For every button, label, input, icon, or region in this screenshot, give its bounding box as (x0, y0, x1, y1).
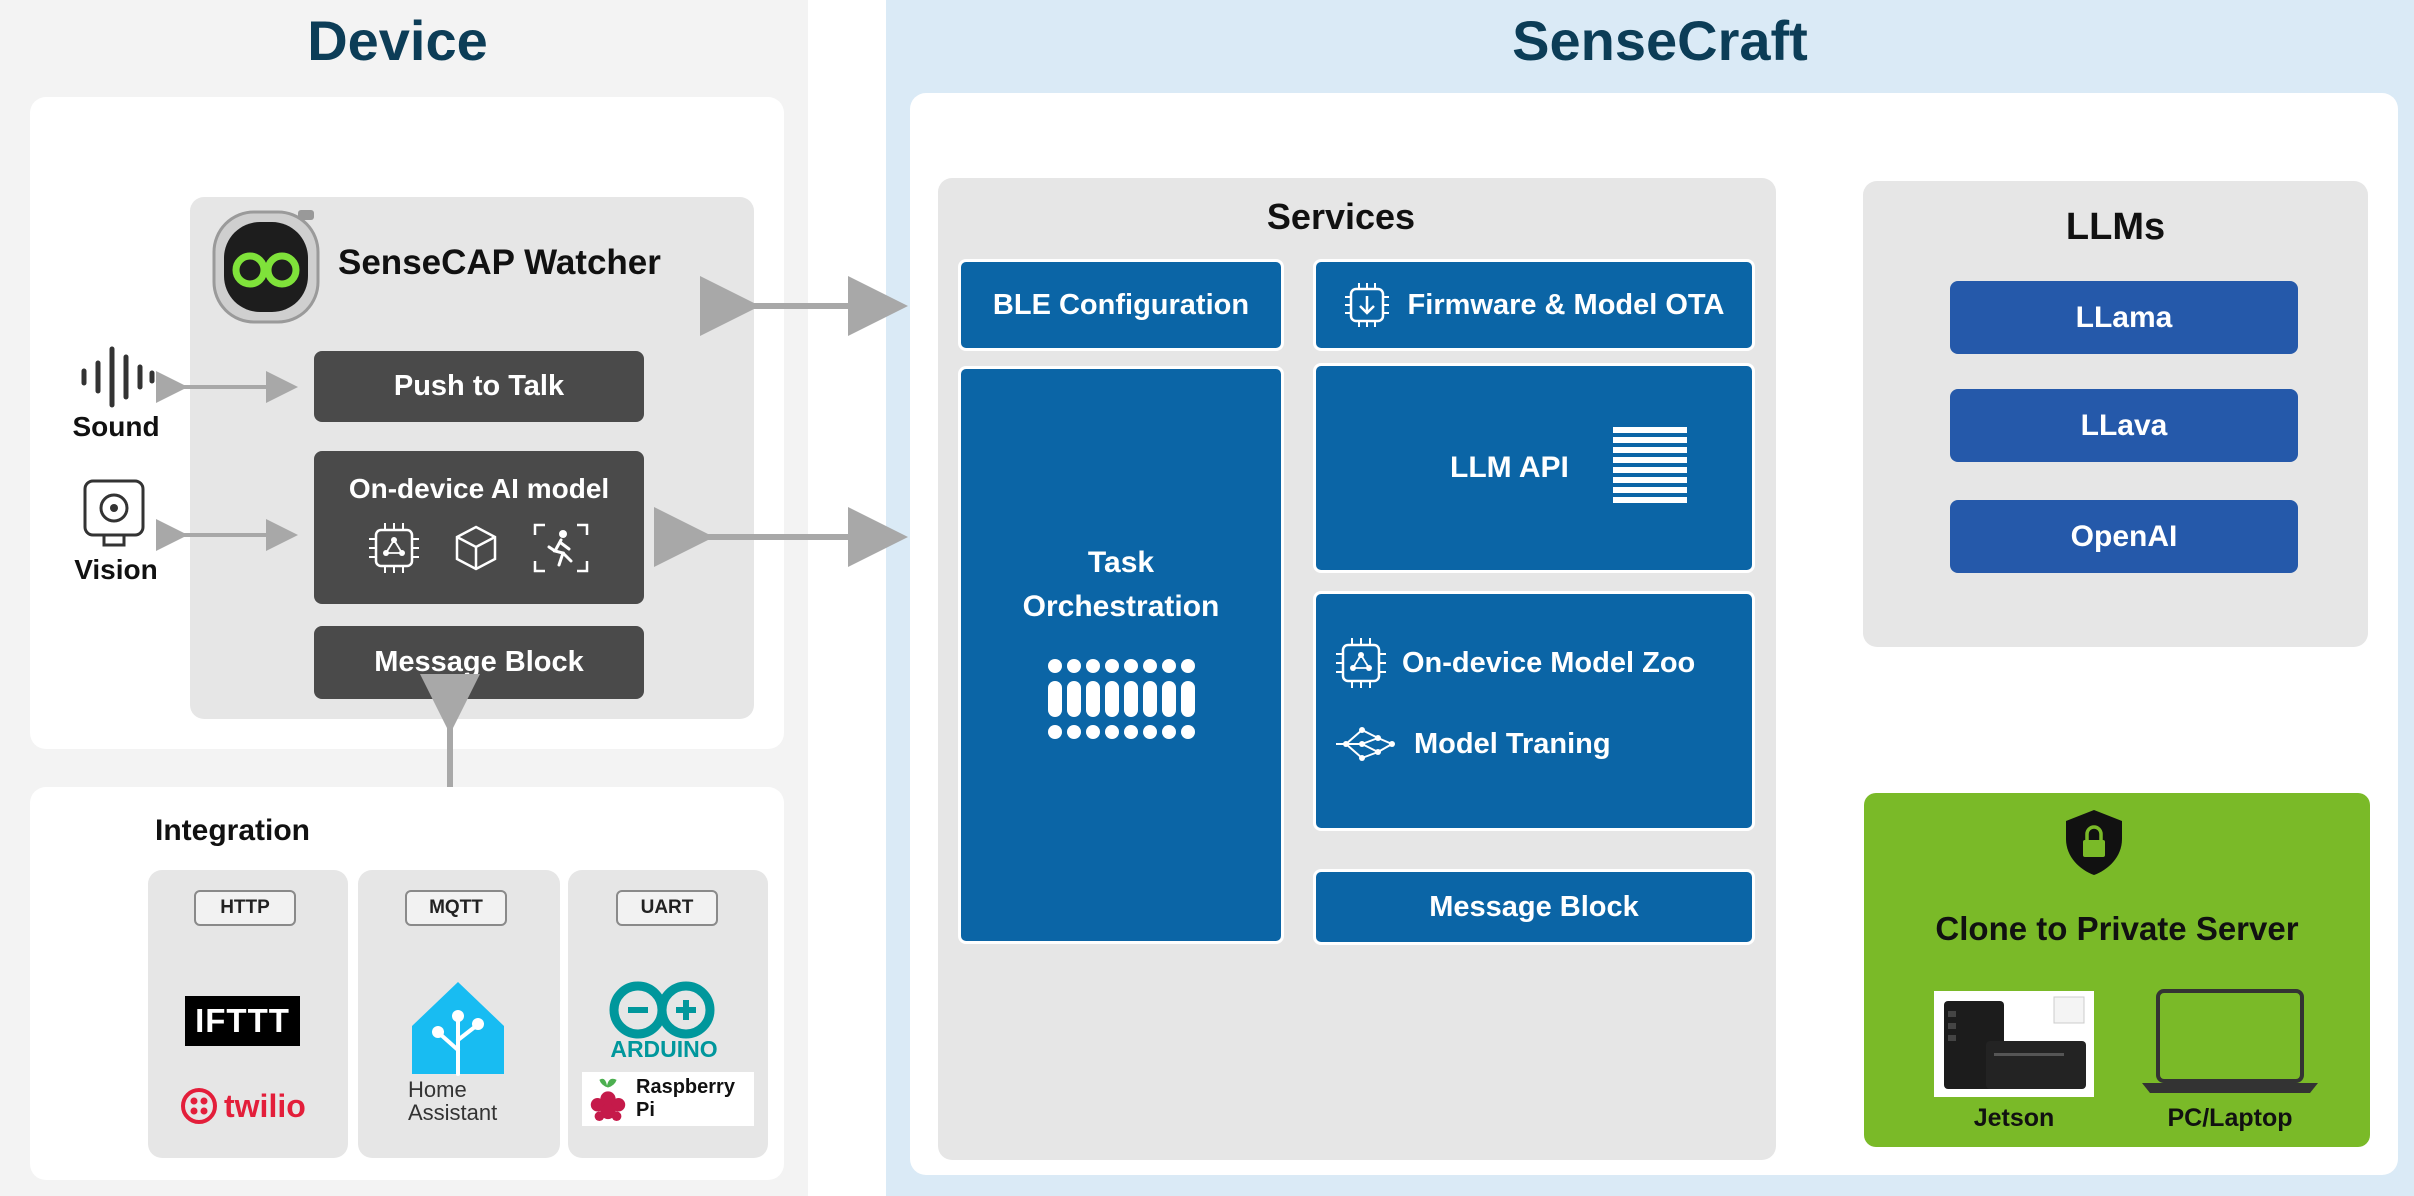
model-zoo-block: On-device Model Zoo Model Traning (1313, 591, 1755, 831)
home-assistant-text: Home Assistant (408, 1078, 528, 1130)
integration-title: Integration (155, 814, 310, 847)
sensecraft-message-block: Message Block (1313, 869, 1755, 945)
llm-llama: LLama (1950, 281, 2298, 354)
llm-openai: OpenAI (1950, 500, 2298, 573)
on-device-ai-model-block: On-device AI model (314, 451, 644, 604)
neural-network-icon (1336, 727, 1395, 761)
home-assistant-line1: Home (408, 1077, 467, 1102)
person-running-icon (531, 521, 591, 575)
watcher-title: SenseCAP Watcher (338, 243, 661, 282)
watcher-device-icon (210, 208, 322, 326)
stack-lines-icon (1612, 427, 1687, 503)
twilio-text: twilio (224, 1087, 306, 1124)
device-title: Device (307, 9, 488, 72)
camera-icon (80, 478, 148, 548)
mqtt-tag: MQTT (405, 890, 507, 926)
llms-title: LLMs (2065, 206, 2166, 248)
raspberry-icon (590, 1078, 626, 1121)
push-to-talk-block: Push to Talk (314, 351, 644, 422)
laptop-icon (2138, 987, 2322, 1097)
llm-api-block: LLM API (1313, 363, 1755, 573)
jetson-device-image (1934, 991, 2094, 1097)
private-server-title: Clone to Private Server (1935, 910, 2299, 947)
twilio-icon (181, 1088, 217, 1124)
services-title: Services (1266, 196, 1416, 237)
sound-wave-icon (76, 343, 156, 411)
arduino-text: ARDUINO (610, 1036, 718, 1062)
neural-chip-icon (367, 521, 421, 575)
http-tag: HTTP (194, 890, 296, 926)
model-training-label: Model Traning (1414, 727, 1611, 760)
raspberry-text: Raspberry Pi (636, 1076, 735, 1121)
3d-cube-icon (449, 521, 503, 575)
model-zoo-label: On-device Model Zoo (1402, 646, 1696, 679)
model-zoo-chip-icon (1336, 638, 1386, 688)
task-orchestration-line1: Task (1087, 546, 1155, 579)
ifttt-logo: IFTTT (185, 996, 300, 1046)
uart-tag: UART (616, 890, 718, 926)
home-assistant-line2: Assistant (408, 1100, 498, 1125)
pc-laptop-label: PC/Laptop (2167, 1104, 2293, 1132)
sensecraft-title: SenseCraft (1512, 9, 1808, 72)
task-orchestration-block: Task Orchestration (958, 366, 1284, 944)
home-assistant-icon (408, 980, 508, 1076)
vision-label: Vision (74, 554, 158, 585)
task-orchestration-line2: Orchestration (1022, 590, 1220, 623)
raspberry-pi-logo: Raspberry Pi (582, 1072, 754, 1126)
llm-api-label: LLM API (1450, 451, 1569, 484)
ble-configuration-block: BLE Configuration (958, 259, 1284, 351)
firmware-ota-label: Firmware & Model OTA (1407, 288, 1725, 321)
twilio-logo: twilio (180, 1084, 320, 1128)
sound-label: Sound (72, 411, 160, 442)
ai-model-label: On-device AI model (348, 473, 610, 504)
shield-lock-icon (2062, 807, 2126, 877)
llm-llava: LLava (1950, 389, 2298, 462)
jetson-label: Jetson (1973, 1104, 2055, 1132)
firmware-download-icon (1344, 283, 1389, 327)
arduino-icon (606, 980, 718, 1040)
firmware-ota-block: Firmware & Model OTA (1313, 259, 1755, 351)
dot-grid-icon (1046, 657, 1196, 743)
